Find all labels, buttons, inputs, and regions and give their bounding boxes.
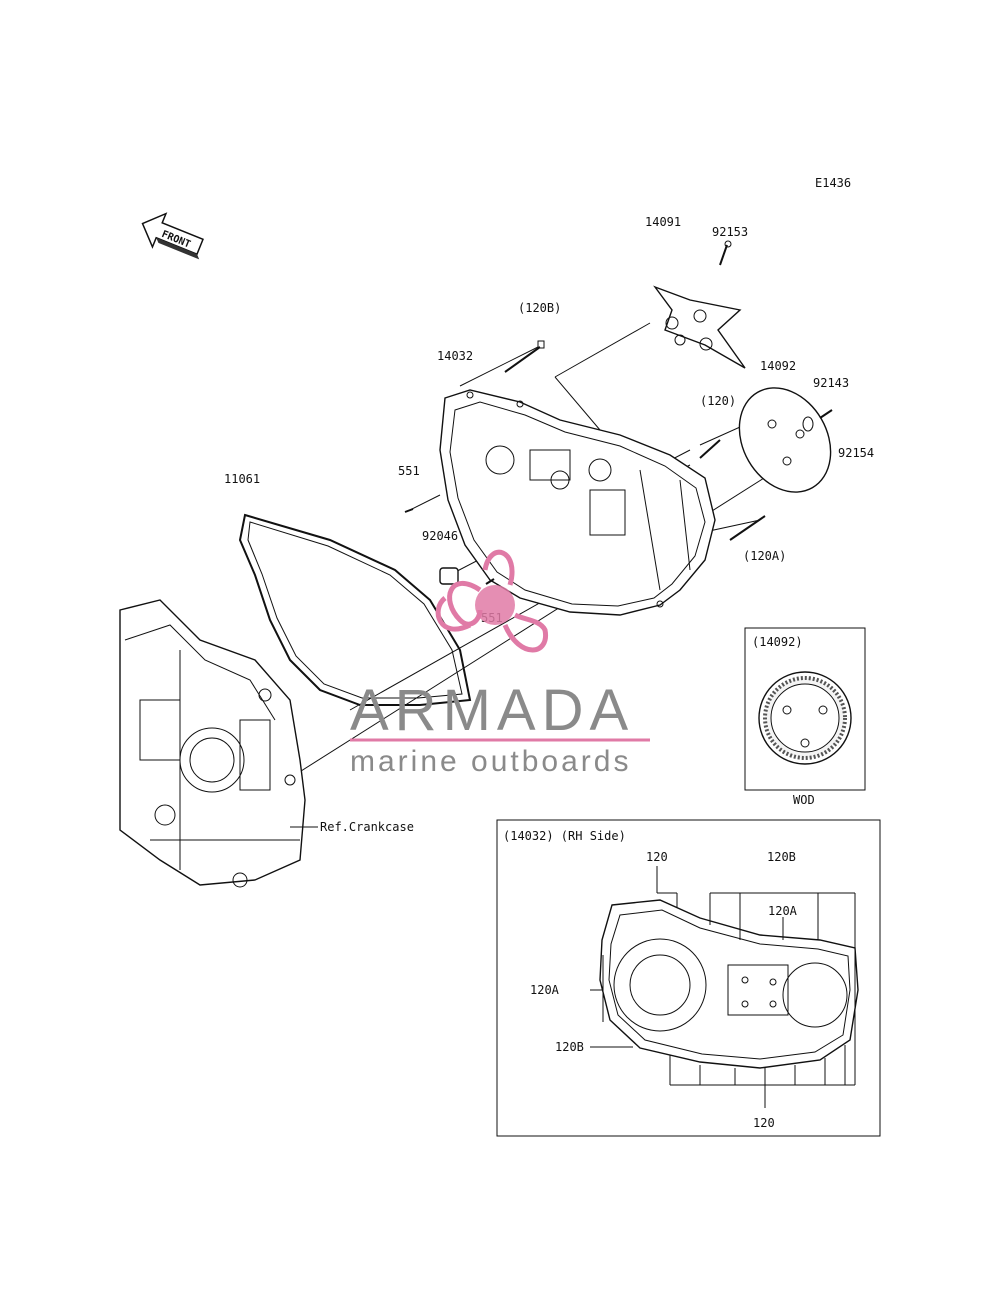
watermark-tagline: marine outboards: [350, 745, 631, 778]
rh-label-top-120B: 120B: [767, 850, 796, 864]
inset-wod-title: (14092): [752, 635, 803, 649]
diagram-code: E1436: [815, 176, 851, 190]
inset-rh-side: (14032) (RH Side): [496, 819, 881, 1137]
crankcase-part: [119, 599, 318, 888]
watermark-brand: ARMADA: [350, 678, 634, 743]
label-14032: 14032: [437, 349, 473, 363]
gasket-part: [238, 513, 472, 706]
label-92154: 92154: [838, 446, 874, 460]
rh-label-top-120: 120: [646, 850, 668, 864]
inset-rh-title: (14032) (RH Side): [503, 829, 626, 843]
bolts-and-pins: [404, 240, 833, 585]
rh-label-mid-120A: 120A: [768, 904, 798, 918]
rh-label-bottom-120: 120: [753, 1116, 775, 1130]
label-11061: 11061: [224, 472, 260, 486]
cover-plate-14091-part: [653, 285, 746, 369]
label-14092: 14092: [760, 359, 796, 373]
rh-label-left-120A: 120A: [530, 983, 560, 997]
label-120: (120): [700, 394, 736, 408]
main-cover-part: [439, 389, 716, 616]
label-551-upper: 551: [398, 464, 420, 478]
armada-watermark: ARMADA marine outboards: [350, 549, 650, 778]
label-120B: (120B): [518, 301, 561, 315]
rh-label-left-120B: 120B: [555, 1040, 584, 1054]
label-92153: 92153: [712, 225, 748, 239]
armada-logo-icon: [435, 549, 548, 653]
inset-wod: (14092) WOD: [744, 627, 866, 807]
label-92046: 92046: [422, 529, 458, 543]
label-14091: 14091: [645, 215, 681, 229]
inset-wod-caption: WOD: [793, 793, 815, 807]
front-arrow-icon: FRONT: [141, 212, 204, 260]
label-120A: (120A): [743, 549, 786, 563]
part-labels: 92153 14091 (120B) 14032 14092 92143 (12…: [224, 215, 874, 834]
round-cover-14092-part: [738, 387, 832, 493]
label-92143: 92143: [813, 376, 849, 390]
label-ref-crankcase: Ref.Crankcase: [320, 820, 414, 834]
